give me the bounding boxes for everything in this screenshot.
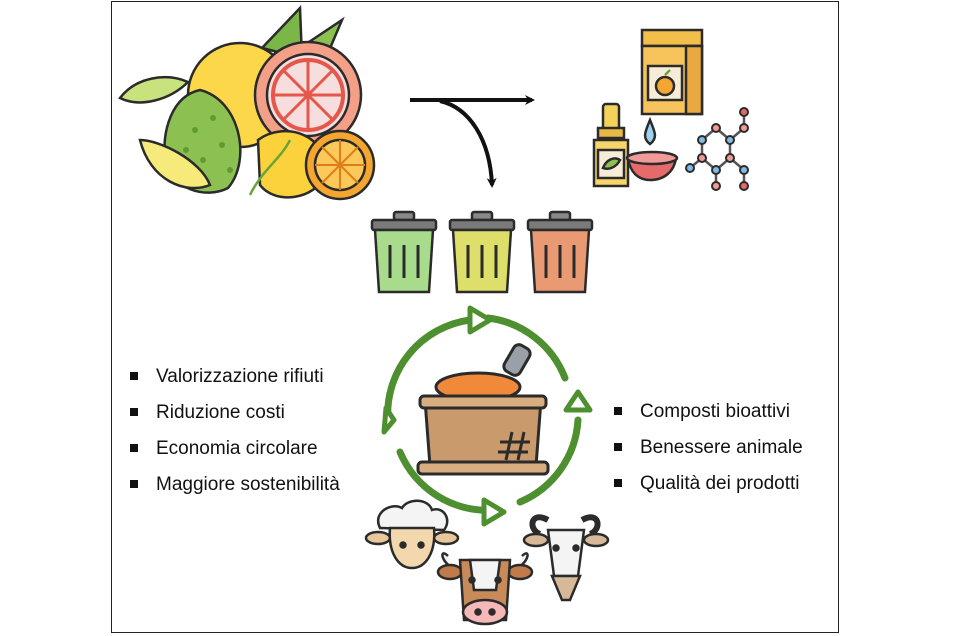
cycle-arrows (384, 314, 582, 514)
bullet-square-icon (130, 444, 138, 452)
benefit-item: Riduzione costi (130, 402, 340, 438)
cycle-arrowheads (381, 305, 593, 527)
bullet-text: Maggiore sostenibilità (156, 474, 340, 495)
bullet-square-icon (614, 407, 622, 415)
orange-bin-icon (526, 210, 594, 294)
outcome-item: Benessere animale (612, 437, 803, 473)
feed-sack-icon (416, 343, 550, 476)
bullet-square-icon (614, 443, 622, 451)
goat-icon (522, 514, 610, 602)
essential-oil-bottle-icon (592, 102, 630, 188)
bullet-text: Riduzione costi (156, 402, 285, 423)
bullet-square-icon (614, 479, 622, 487)
outcome-item: Composti bioattivi (612, 401, 803, 437)
oil-drop-bowl-icon (625, 116, 679, 182)
juice-carton-icon (640, 28, 704, 116)
cow-icon (436, 552, 534, 626)
waste-bins (370, 210, 594, 294)
citrus-fruits-icon (118, 4, 376, 201)
benefit-item: Maggiore sostenibilità (130, 474, 340, 510)
bullet-square-icon (130, 480, 138, 488)
bullet-square-icon (130, 408, 138, 416)
outcome-item: Qualità dei prodotti (612, 473, 803, 509)
sheep-icon (364, 499, 460, 570)
yellow-bin-icon (448, 210, 516, 294)
bullet-text: Economia circolare (156, 438, 318, 459)
bullet-text: Valorizzazione rifiuti (156, 366, 324, 387)
green-bin-icon (370, 210, 438, 294)
benefit-item: Valorizzazione rifiuti (130, 366, 340, 402)
bullet-square-icon (130, 372, 138, 380)
bullet-text: Benessere animale (640, 437, 803, 458)
molecule-icon (685, 107, 749, 191)
bullet-text: Composti bioattivi (640, 401, 790, 422)
split-arrow (410, 95, 535, 188)
bullet-text: Qualità dei prodotti (640, 473, 800, 494)
benefit-item: Economia circolare (130, 438, 340, 474)
